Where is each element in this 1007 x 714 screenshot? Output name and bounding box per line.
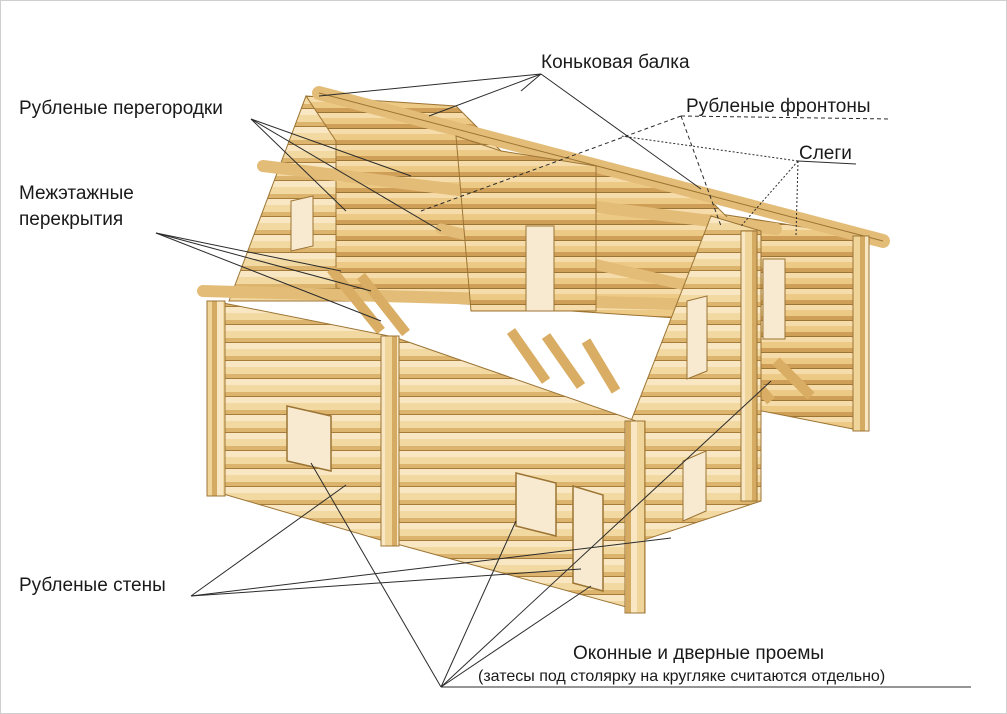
front-main-wall	[390, 335, 642, 612]
label-openings-note: (затесы под столярку на кругляке считают…	[478, 668, 886, 685]
label-purlins: Слеги	[799, 143, 852, 164]
central-partition	[455, 135, 597, 312]
label-ridge-beam: Коньковая балка	[541, 52, 690, 73]
label-openings: Оконные и дверные проемы	[573, 643, 825, 664]
corner-log-ends	[206, 230, 870, 614]
front-left-wall	[212, 300, 392, 544]
label-gables: Рубленые фронтоны	[686, 96, 871, 117]
left-gable-wall	[228, 94, 337, 302]
label-floors-line2: перекрытия	[19, 209, 124, 230]
label-walls: Рубленые стены	[19, 575, 166, 596]
label-partitions: Рубленые перегородки	[19, 98, 223, 119]
right-gable-wall	[630, 215, 762, 542]
label-floors-line1: Межэтажные	[19, 183, 134, 204]
leader-lines	[155, 73, 971, 688]
